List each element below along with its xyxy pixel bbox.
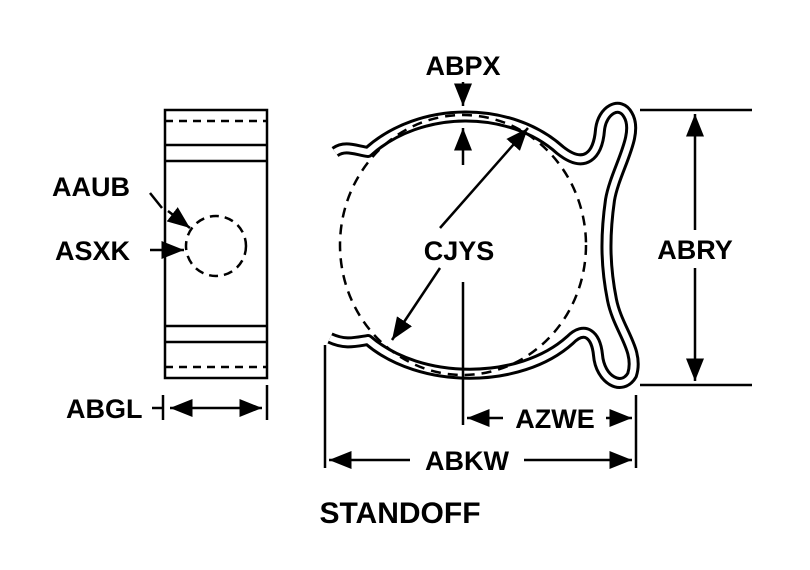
cjys-circle [338, 113, 588, 377]
label-abry: ABRY [657, 235, 733, 265]
label-abgl: ABGL [66, 394, 143, 424]
label-asxk: ASXK [55, 236, 131, 266]
clip-view [327, 101, 640, 389]
label-aaub: AAUB [52, 172, 130, 202]
dimension-lines [323, 82, 752, 469]
label-azwe: AZWE [515, 404, 594, 434]
label-cjys: CJYS [424, 236, 495, 266]
hole-circle [184, 214, 248, 278]
label-abkw: ABKW [425, 446, 509, 476]
diagram-title: STANDOFF [319, 497, 480, 530]
label-abpx: ABPX [425, 51, 500, 81]
side-view [149, 108, 269, 420]
